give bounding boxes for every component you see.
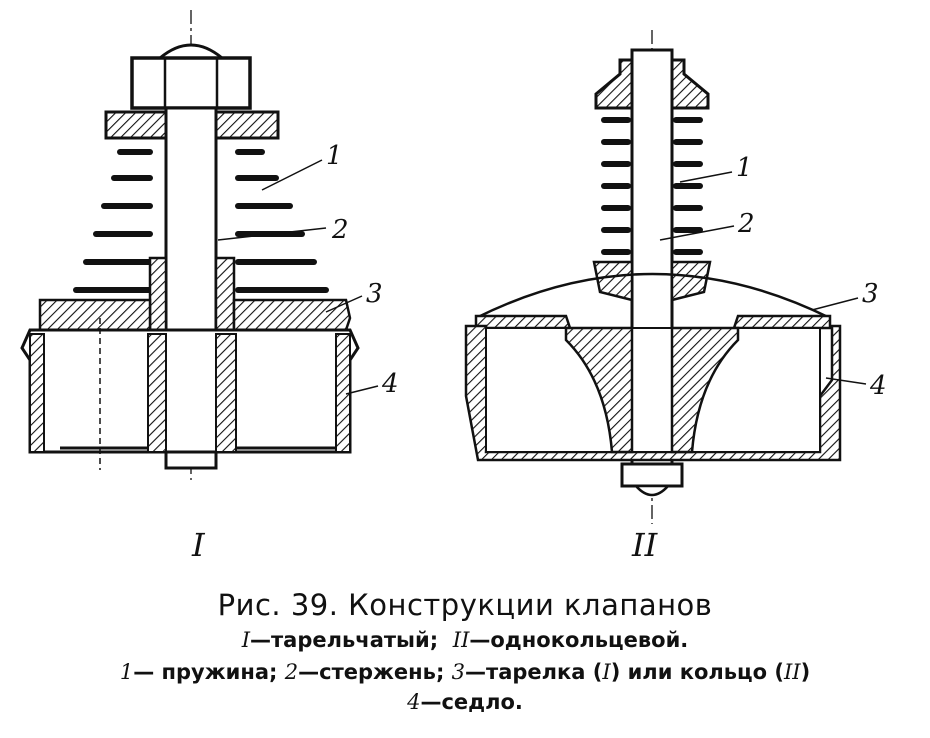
valve-2-callout-4: 4 bbox=[869, 371, 887, 401]
valve-2-guide bbox=[592, 260, 634, 302]
caption-part-1-text: — пружина; bbox=[133, 660, 278, 684]
valve-2-ring bbox=[474, 314, 572, 330]
caption-part-3-text-or: ) или кольцо ( bbox=[610, 660, 784, 684]
caption-part-2-number: 2 bbox=[284, 660, 299, 684]
caption-part-1-number: 1 bbox=[119, 660, 134, 684]
caption-type-2-numeral: II bbox=[452, 628, 470, 652]
caption-part-4-text: —седло. bbox=[420, 690, 523, 714]
caption-part-3-text: —тарелка ( bbox=[465, 660, 603, 684]
valve-2-roman-label: II bbox=[631, 526, 659, 564]
valve-1-seat bbox=[20, 328, 360, 454]
caption-line-types: I—тарельчатый; II—однокольцевой. bbox=[0, 628, 930, 652]
caption-part-2-text: —стержень; bbox=[298, 660, 445, 684]
caption-part-3-text-close: ) bbox=[800, 660, 811, 684]
caption-line-parts: 1— пружина; 2—стержень; 3—тарелка (I) ил… bbox=[0, 660, 930, 684]
valve-1-guide bbox=[148, 256, 168, 332]
caption-type-1-text: —тарельчатый; bbox=[250, 628, 439, 652]
valve-2-callout-2: 2 bbox=[737, 209, 755, 239]
valve-2-web bbox=[564, 326, 634, 454]
valve-1-cap-nut bbox=[155, 43, 227, 60]
caption-part-3-number: 3 bbox=[451, 660, 466, 684]
valve-2-dome bbox=[475, 272, 831, 320]
valve-2-bottom-nut bbox=[620, 462, 684, 488]
valve-1-plate bbox=[38, 298, 152, 332]
caption-part-3-roman-2: II bbox=[783, 660, 801, 684]
valve-2-drawing: 1 2 3 4 II bbox=[464, 30, 887, 564]
valve-2-spring bbox=[601, 117, 703, 255]
caption-line-seat: 4—седло. bbox=[0, 690, 930, 714]
valve-1-hex-nut bbox=[130, 56, 252, 110]
valve-1-callout-4: 4 bbox=[381, 369, 399, 399]
figure-caption-title: Рис. 39. Конструкции клапанов bbox=[217, 588, 713, 622]
valve-1-spring bbox=[73, 149, 329, 293]
valve-2-callout-3: 3 bbox=[862, 279, 879, 309]
caption-type-1-numeral: I bbox=[241, 628, 251, 652]
valve-1-callout-2: 2 bbox=[331, 215, 349, 245]
valve-1-callout-1: 1 bbox=[326, 141, 343, 171]
valve-1-drawing: 1 2 3 4 I bbox=[20, 10, 399, 564]
valve-2-callout-1: 1 bbox=[736, 153, 753, 183]
valve-1-callout-3: 3 bbox=[366, 279, 383, 309]
valve-1-roman-label: I bbox=[191, 526, 206, 564]
caption-part-3-roman-1: I bbox=[602, 660, 611, 684]
caption-part-4-number: 4 bbox=[407, 690, 421, 714]
caption-type-2-text: —однокольцевой. bbox=[469, 628, 689, 652]
